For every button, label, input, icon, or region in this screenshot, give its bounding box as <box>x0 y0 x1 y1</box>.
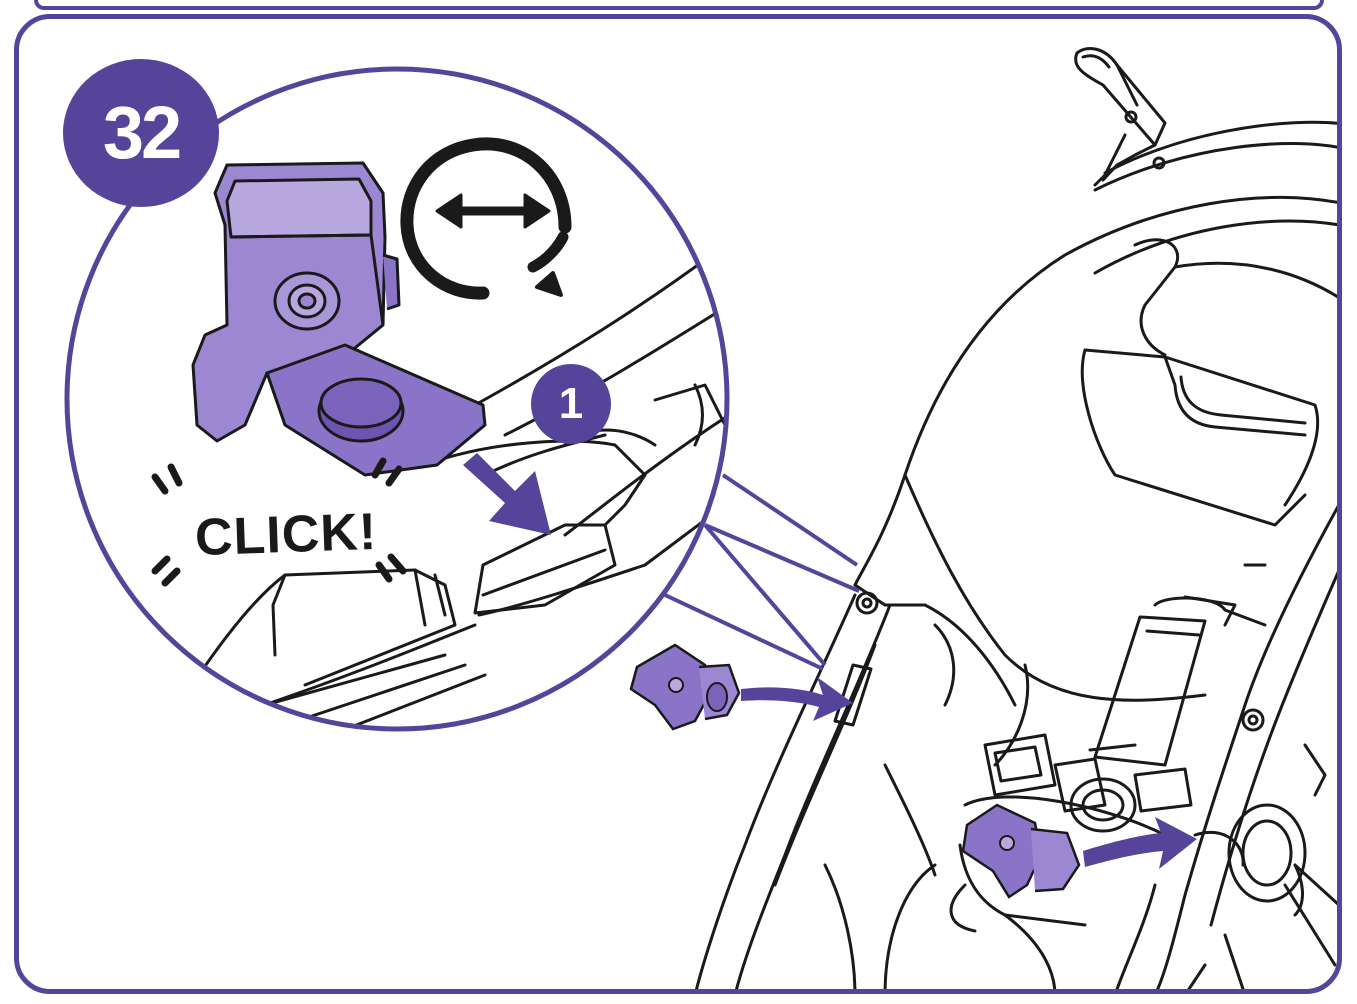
purple-arrow-icon-upper <box>741 677 853 721</box>
zoom-leader-lines <box>664 473 860 671</box>
purple-arrow-icon-lower <box>1083 817 1197 869</box>
stroller-assembly-illustration <box>64 47 1337 989</box>
step-number-badge: 32 <box>63 59 219 207</box>
top-frame-edge <box>34 0 1324 10</box>
adapter-part-large <box>191 161 487 477</box>
stroller-drawing <box>695 47 1337 989</box>
adapter-part-small-lower <box>961 803 1081 899</box>
callout-number-badge: 1 <box>531 364 611 444</box>
click-sound-marks <box>151 457 407 587</box>
instruction-panel: 32 1 CLICK! <box>14 14 1342 994</box>
click-sound-label: CLICK! <box>194 502 379 568</box>
adapter-part-small-upper <box>629 643 741 731</box>
rotate-and-swap-icon <box>400 137 572 300</box>
purple-arrow-icon-zoom <box>463 453 551 535</box>
